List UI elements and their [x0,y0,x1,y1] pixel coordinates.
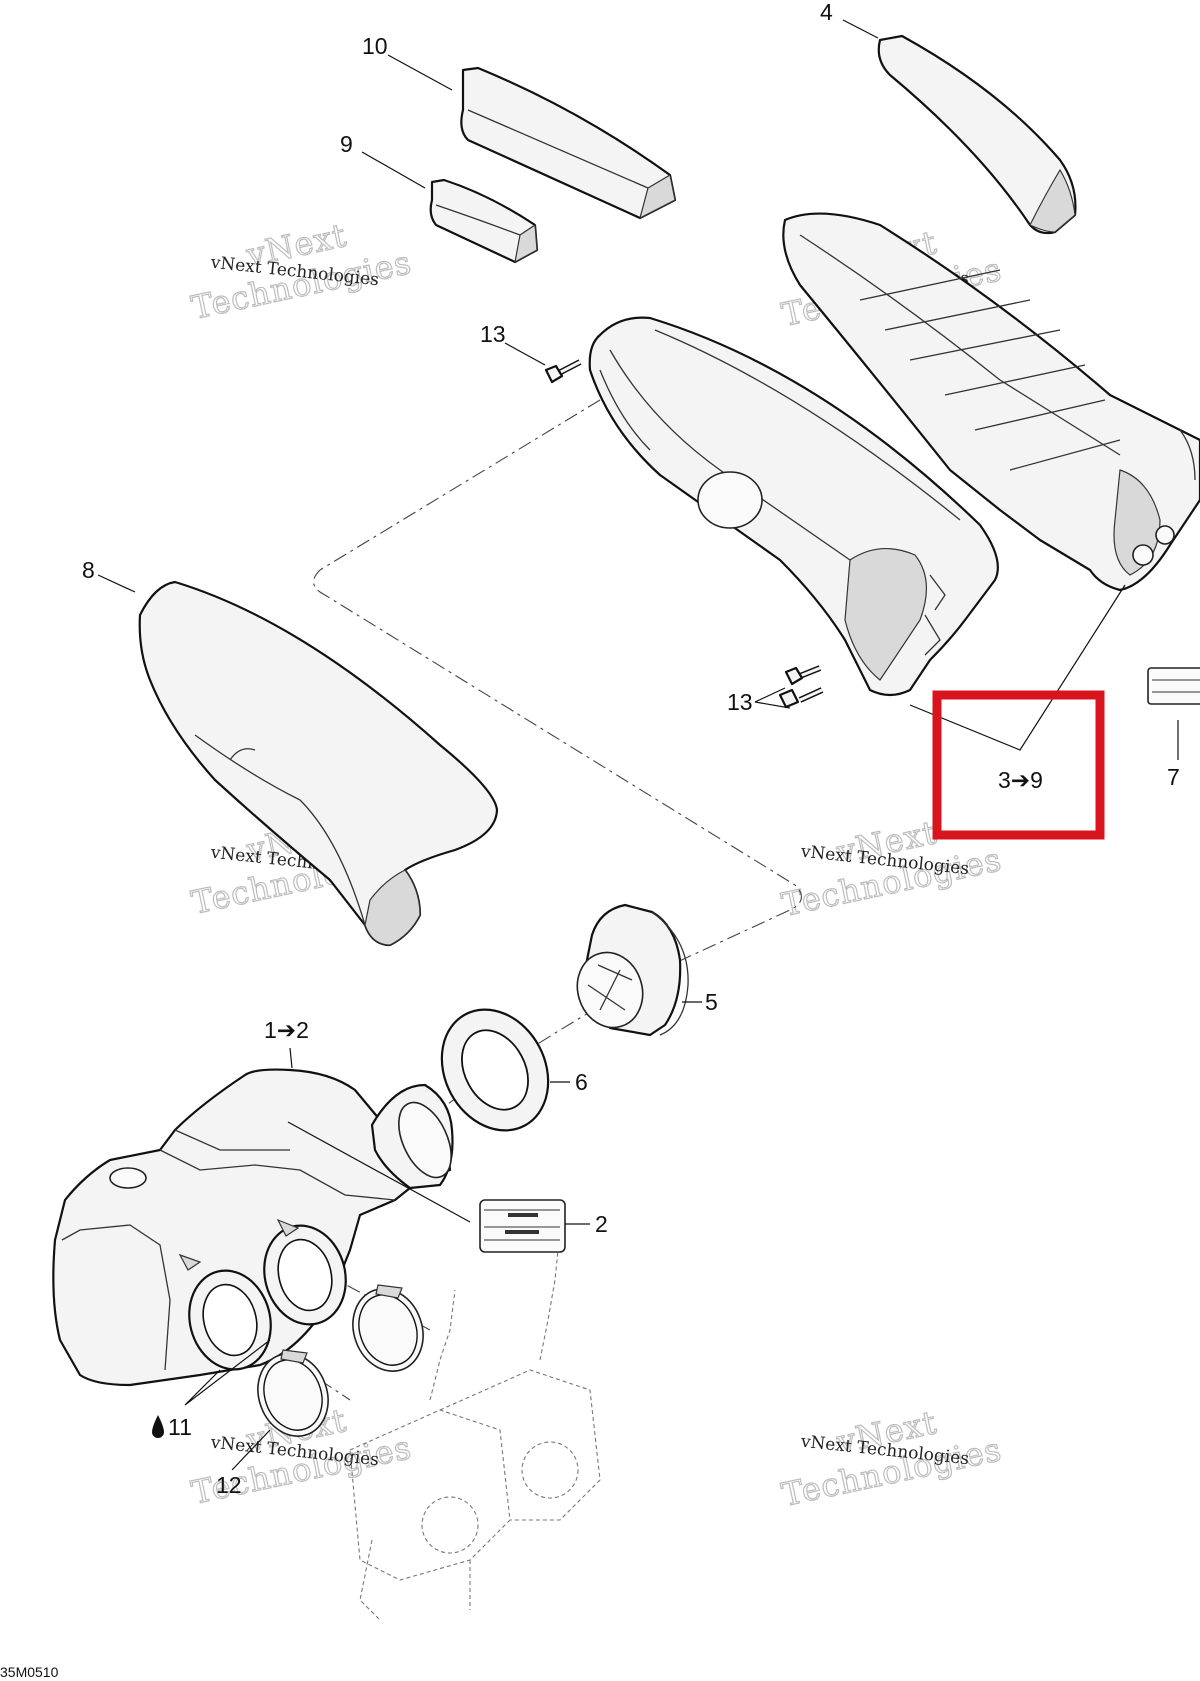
housing-port [697,471,763,529]
callout-12: 12 [216,1472,242,1498]
highlight-box [932,690,1105,840]
housing-outlet [398,1101,452,1179]
part-10-foam-strip [460,66,677,220]
drop-icon [152,1415,164,1438]
part-12-clamp-upper [352,1284,424,1372]
figure-code: 35M0510 [0,1664,59,1680]
part-6-gasket [440,1008,550,1132]
callout-1-to-2: 1➔2 [264,1017,309,1043]
part-7-label [1147,667,1200,705]
callout-7: 7 [1167,764,1180,790]
callout-2: 2 [595,1211,608,1237]
part-9-foam-pad [429,178,539,264]
carburetors-reference [349,1249,601,1621]
part-13-screw-top [544,359,582,384]
part-8-large-foam [138,580,499,947]
callout-11: 11 [168,1414,192,1440]
leader-lines [97,19,1179,1471]
part-4-seal-strip [877,34,1077,235]
part-12-clamp-lower [257,1349,329,1437]
callout-8: 8 [82,557,95,583]
part-13-screws-lower [778,665,824,709]
callout-9: 9 [340,131,353,157]
part-5-intake-adapter [576,903,689,1037]
callout-13-top: 13 [480,321,506,347]
air-box-upper-housing [588,316,999,697]
housing-hole [109,1167,147,1189]
air-box-lower-housing [52,1068,454,1387]
callout-5: 5 [705,989,718,1015]
lid-hinge-hole [1155,525,1175,545]
lid-hinge-hole [1132,544,1154,566]
callout-13-lower: 13 [727,689,753,715]
callout-3-to-9: 3➔9 [998,767,1043,793]
callout-4: 4 [820,0,833,25]
callout-6: 6 [575,1069,588,1095]
callout-10: 10 [362,33,388,59]
assembly-path-line [313,399,802,1111]
part-2-label [479,1199,566,1253]
